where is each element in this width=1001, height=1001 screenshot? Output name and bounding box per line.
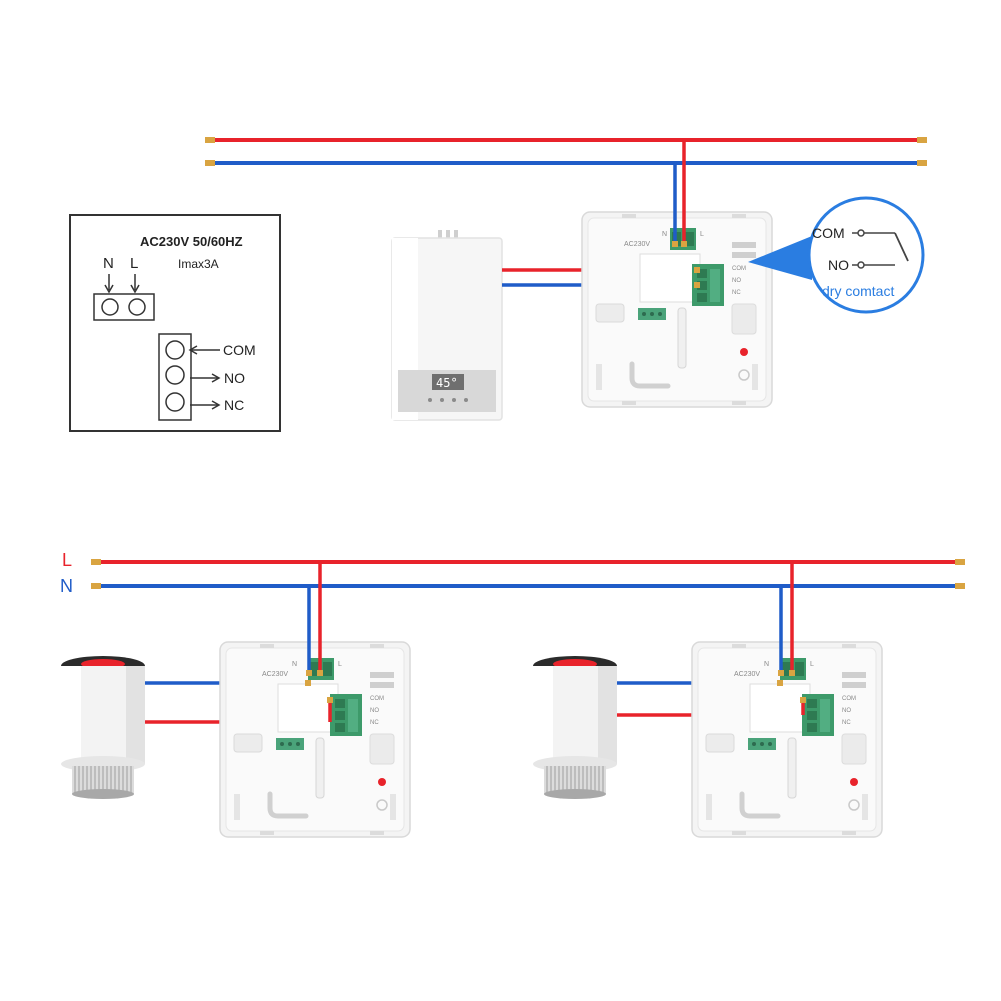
neutral-terminal-label: N	[103, 255, 114, 272]
upper-neutral-bus	[205, 160, 927, 166]
relay-no-label: NO	[224, 370, 245, 386]
thermostat-back-icon: AC230V N L COM NO NC	[582, 212, 772, 407]
boiler-icon: 45°	[391, 230, 503, 421]
upper-live-bus	[205, 137, 927, 143]
relay-com-label: COM	[223, 342, 256, 358]
lower-neutral-bus	[91, 583, 965, 589]
thermal-actuator-icon	[61, 656, 145, 799]
thermal-actuator-icon	[533, 656, 617, 799]
thermostat-2-nc-label: NC	[842, 720, 851, 726]
thermostat-nc-label: NC	[732, 290, 741, 296]
callout-com-label: COM	[812, 225, 845, 241]
thermostat-back-icon: AC230V N L COM NO NC	[220, 642, 410, 837]
terminal-legend-box: AC230V 50/60HZ Imax3A N L COM NO NC	[69, 214, 281, 432]
thermostat-2-n-label: N	[764, 661, 769, 668]
thermostat-2-no-label: NO	[842, 708, 851, 714]
current-rating-label: Imax3A	[178, 257, 219, 271]
thermostat-l-label: L	[700, 231, 704, 238]
thermostat-1-no-label: NO	[370, 708, 379, 714]
thermostat-1-l-label: L	[338, 661, 342, 668]
thermostat-1-voltage-label: AC230V	[262, 671, 288, 678]
thermostat-no-label: NO	[732, 278, 741, 284]
lower-live-bus	[91, 559, 965, 565]
thermostat-n-label: N	[662, 231, 667, 238]
thermostat-1-com-label: COM	[370, 696, 384, 702]
relay-nc-label: NC	[224, 397, 244, 413]
callout-caption: dry comtact	[822, 283, 894, 299]
thermostat-2-com-label: COM	[842, 696, 856, 702]
thermostat-1-nc-label: NC	[370, 720, 379, 726]
thermostat-com-label: COM	[732, 266, 746, 272]
thermostat-back-icon: AC230V N L COM NO NC	[692, 642, 882, 837]
thermostat-1-n-label: N	[292, 661, 297, 668]
callout-no-label: NO	[828, 257, 849, 273]
relay-switch-icon	[852, 229, 909, 269]
thermostat-voltage-label: AC230V	[624, 241, 650, 248]
boiler-display-readout: 45°	[436, 376, 458, 390]
thermostat-2-voltage-label: AC230V	[734, 671, 760, 678]
thermostat-2-l-label: L	[810, 661, 814, 668]
dry-contact-callout: COM NO dry comtact	[748, 196, 925, 314]
supply-rating-label: AC230V 50/60HZ	[140, 234, 243, 249]
lower-neutral-bus-label: N	[60, 576, 73, 596]
live-terminal-label: L	[130, 255, 138, 272]
lower-live-bus-label: L	[62, 550, 72, 570]
